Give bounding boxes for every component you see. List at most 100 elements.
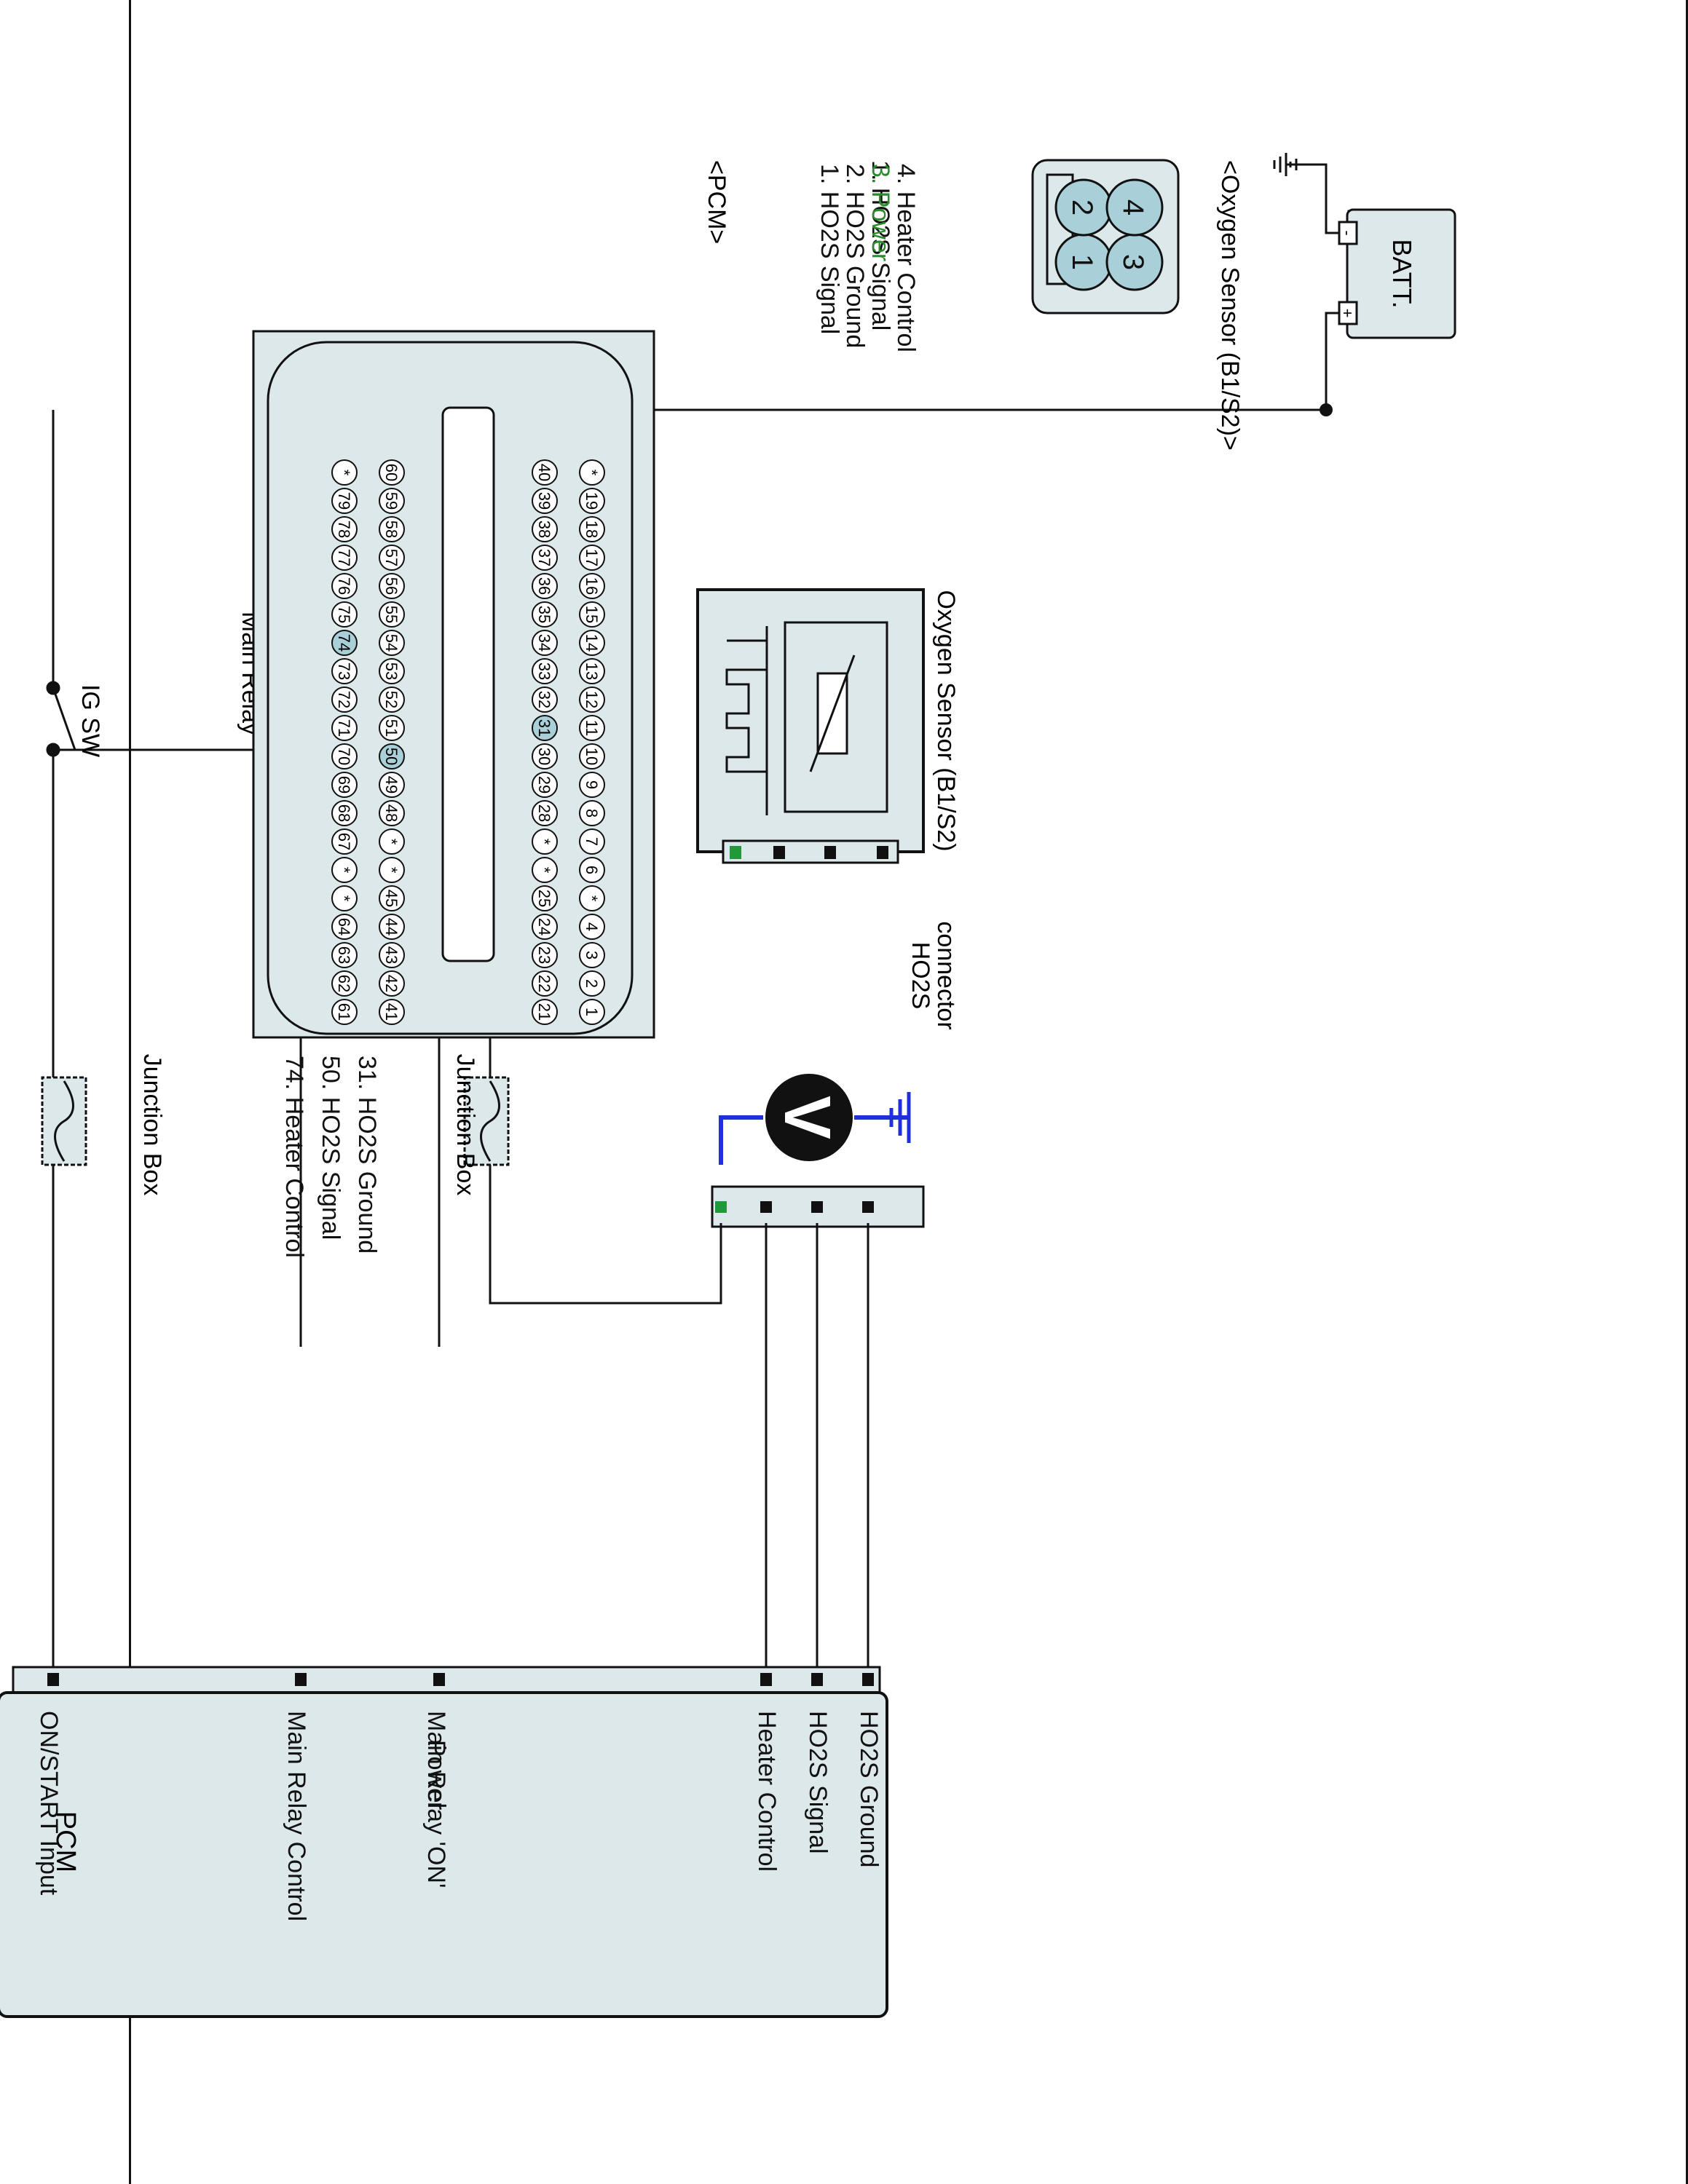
o2-pin-1: 1	[1066, 254, 1098, 270]
pcm-pin-circle	[532, 828, 558, 855]
pcm-pin-circle	[379, 914, 405, 940]
pcm-pin-circle	[579, 573, 605, 599]
pcm-pin-label: 28	[535, 804, 553, 822]
pcm-pin-main-relay-control: Main Relay Control	[283, 1711, 310, 1921]
pcm-title: PCM	[50, 1811, 81, 1872]
pcm-pin-circle	[532, 885, 558, 911]
pcm-pin-circle	[532, 942, 558, 968]
pcm-pin-circle	[532, 601, 558, 628]
pcm-pin-label: 69	[335, 776, 353, 794]
pcm-pin-label: 56	[382, 577, 401, 595]
pcm-pin-label: 44	[382, 918, 401, 935]
o2-legend-line-1: 1. HO2S Signal	[816, 164, 843, 334]
pcm-pin-label: 52	[382, 691, 401, 708]
junction-box-1	[463, 1076, 510, 1166]
pcm-pin-circle	[331, 488, 358, 514]
pcm-pin-circle	[579, 942, 605, 968]
pcm-pin-label: 51	[382, 719, 401, 737]
ig-switch	[46, 410, 76, 757]
ho2s-signal-wires	[578, 1223, 869, 1667]
pcm-pin-label: 71	[335, 719, 353, 737]
pcm-pin-circle	[579, 772, 605, 798]
battery-plus-label: +	[1338, 309, 1357, 318]
voltmeter-icon: V	[765, 1074, 853, 1161]
pcm-pin-circle	[331, 857, 358, 883]
pcm-pin-circle	[379, 999, 405, 1025]
o2-connector-face: 1 2 3 4	[1031, 159, 1180, 314]
page-frame	[129, 0, 1688, 2184]
pcm-pin-label: *	[382, 867, 401, 874]
pcm-pin-label: *	[583, 895, 601, 902]
pcm-pin-label: 68	[335, 804, 353, 822]
pcm-legend-line-3: 74. Heater Control	[280, 1056, 308, 1258]
pcm-pin-circle	[579, 459, 605, 486]
pcm-pin-circle	[379, 459, 405, 486]
pcm-pin-circle	[331, 601, 358, 628]
pcm-pin-label: 4	[583, 922, 601, 931]
pcm-pin-circle	[532, 573, 558, 599]
pcm-pin-label: 9	[583, 780, 601, 789]
pcm-pin-circle	[331, 970, 358, 997]
pcm-pin-label: 49	[382, 776, 401, 794]
pcm-pin-circle	[331, 743, 358, 769]
o2-pin-4: 4	[1117, 199, 1149, 215]
pcm-pin-circle	[532, 516, 558, 542]
o2-legend-list: 1. HO2S Signal 2. HO2S Ground 3. Power 4…	[816, 164, 920, 352]
pcm-pin-circle	[532, 630, 558, 656]
pcm-legend-line-1: 31. HO2S Ground	[353, 1056, 381, 1254]
pcm-pin-label: 2	[583, 979, 601, 988]
ho2s-connector-label-2: connector	[932, 921, 960, 1029]
pcm-connector-face: 1234*678910111213141516171819*2122232425…	[252, 330, 655, 1039]
pcm-pin-circle	[579, 885, 605, 911]
pcm-pin-circle	[379, 970, 405, 997]
pcm-pin-circle	[579, 516, 605, 542]
pcm-pin-circle	[379, 488, 405, 514]
pcm-pin-circle	[379, 942, 405, 968]
pcm-pin-circle	[532, 715, 558, 741]
pcm-pin-label: *	[535, 839, 553, 845]
pcm-pin-label: 18	[583, 521, 601, 538]
pcm-pin-label: 79	[335, 492, 353, 510]
pcm-pin-circle	[532, 970, 558, 997]
o2-pin-3: 3	[1117, 254, 1149, 270]
pcm-pin-label: 39	[535, 492, 553, 510]
pcm-pin-circle	[379, 715, 405, 741]
pcm-pin-label: 77	[335, 549, 353, 566]
pcm-pin-label: 6	[583, 866, 601, 874]
pcm-pin-label: *	[535, 867, 553, 874]
pcm-pin-on-start: ON/START Input	[35, 1711, 63, 1896]
pcm-pin-label: 30	[535, 748, 553, 765]
pcm-pin-circle	[379, 516, 405, 542]
pcm-pin-circle	[379, 743, 405, 769]
pcm-pin-circle	[579, 970, 605, 997]
pcm-pin-label: 55	[382, 606, 401, 623]
pcm-pin-label: 54	[382, 634, 401, 652]
pcm-pin-label: 25	[535, 890, 553, 907]
pcm-pin-label: 32	[535, 691, 553, 708]
pcm-pin-circle	[331, 999, 358, 1025]
pcm-pin-circle	[379, 545, 405, 571]
pcm-pin-label: 62	[335, 975, 353, 992]
pcm-pin-circle	[579, 715, 605, 741]
pcm-pin-circle	[579, 743, 605, 769]
ho2s-connector-label-1: HO2S	[907, 942, 934, 1010]
jb1-to-sensor-wire	[489, 1165, 578, 1305]
junction-box-2	[41, 1076, 87, 1166]
pcm-pin-label: 33	[535, 662, 553, 680]
pcm-pin-label: 73	[335, 662, 353, 680]
pcm-pin-circle	[579, 601, 605, 628]
pcm-pin-label: 74	[335, 634, 353, 652]
pcm-pin-label: 75	[335, 606, 353, 623]
pcm-pin-circle	[379, 630, 405, 656]
oxygen-sensor	[696, 588, 925, 864]
pcm-pin-label: 11	[583, 720, 601, 737]
pcm-pin-circle	[532, 914, 558, 940]
pcm-pin-circle	[579, 545, 605, 571]
pcm-pin-circle	[331, 573, 358, 599]
pcm-pin-circle	[331, 942, 358, 968]
pcm-pin-label: 29	[535, 776, 553, 794]
pcm-pin-label: 13	[583, 662, 601, 680]
battery: BATT. - +	[1338, 208, 1456, 339]
battery-label: BATT.	[1387, 239, 1417, 308]
pcm-pin-circle	[331, 772, 358, 798]
